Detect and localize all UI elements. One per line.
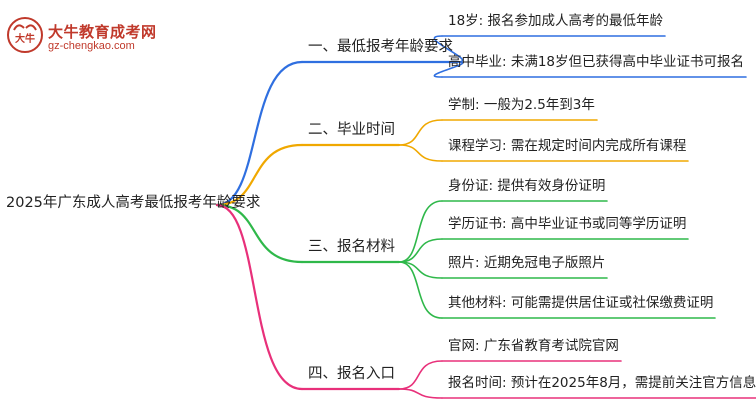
branch-link (215, 203, 304, 264)
leaf-course-study: 课程学习: 需在规定时间内完成所有课程 (448, 138, 687, 154)
leaf-link (433, 35, 464, 63)
branch-age-requirement: 一、最低报考年龄要求 (308, 38, 453, 55)
site-logo: 大牛 大牛教育成考网 gz-chengkao.com (6, 16, 166, 56)
leaf-id-card: 身份证: 提供有效身份证明 (448, 178, 606, 194)
leaf-link (398, 238, 443, 263)
leaf-link (398, 144, 443, 162)
branch-application-materials: 三、报名材料 (308, 238, 395, 255)
branch-link (215, 143, 304, 207)
leaf-min-age: 18岁: 报名参加成人高考的最低年龄 (448, 13, 664, 29)
logo-domain: gz-chengkao.com (48, 40, 135, 52)
leaf-application-time: 报名时间: 预计在2025年8月，需提前关注官方信息 (448, 375, 756, 391)
branch-graduation-time: 二、毕业时间 (308, 121, 395, 138)
branch-link (215, 203, 304, 391)
root-topic: 2025年广东成人高考最低报考年龄要求 (6, 195, 261, 211)
leaf-link (398, 200, 443, 263)
leaf-official-site: 官网: 广东省教育考试院官网 (448, 338, 619, 354)
logo-mark-text: 大牛 (15, 32, 35, 45)
leaf-diploma: 学历证书: 高中毕业证书或同等学历证明 (448, 216, 687, 232)
branch-application-portal: 四、报名入口 (308, 365, 395, 382)
leaf-link (398, 360, 443, 390)
leaf-link (398, 119, 443, 146)
leaf-other-materials: 其他材料: 可能需提供居住证或社保缴费证明 (448, 295, 714, 311)
leaf-link (398, 388, 443, 399)
leaf-photo: 照片: 近期免冠电子版照片 (448, 255, 606, 271)
leaf-link (398, 261, 443, 319)
leaf-study-length: 学制: 一般为2.5年到3年 (448, 97, 595, 113)
branch-link (215, 60, 304, 207)
leaf-high-school-graduate: 高中毕业: 未满18岁但已获得高中毕业证书可报名 (448, 54, 745, 70)
leaf-link (433, 61, 464, 78)
logo-brand: 大牛教育成考网 (48, 23, 157, 41)
bull-logo-icon: 大牛 (7, 17, 43, 53)
